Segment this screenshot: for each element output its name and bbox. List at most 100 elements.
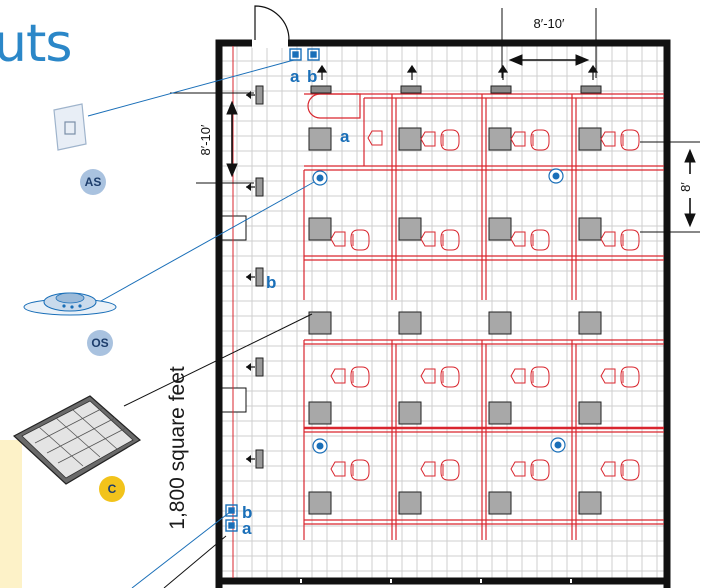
wall-sconce	[246, 357, 264, 377]
chair-icon	[350, 459, 370, 481]
occupancy-sensor-icon	[312, 438, 328, 454]
wall-sconce	[246, 267, 264, 287]
chair-icon	[440, 129, 460, 151]
recessed-fixture	[578, 311, 602, 335]
monitor-icon	[600, 368, 616, 384]
monitor-icon	[420, 461, 436, 477]
monitor-icon	[510, 131, 526, 147]
chair-icon	[530, 129, 550, 151]
wall-sconce	[246, 85, 264, 105]
monitor-icon	[367, 130, 383, 146]
monitor-icon	[420, 368, 436, 384]
chair-icon	[440, 229, 460, 251]
label-b: b	[242, 503, 252, 522]
recessed-fixture	[488, 217, 512, 241]
chair-icon	[530, 366, 550, 388]
right-dim-label-bg	[676, 174, 696, 198]
right-dimension-label: 8′	[678, 182, 693, 192]
monitor-icon	[330, 368, 346, 384]
fixture-arrows	[316, 64, 599, 80]
wall-sconces	[246, 85, 264, 469]
recessed-fixture	[308, 127, 332, 151]
monitor-icon	[510, 231, 526, 247]
monitor-icon	[510, 461, 526, 477]
left-dimension-label: 8′-10′	[198, 124, 213, 155]
chair-icon	[440, 459, 460, 481]
linear-fixture	[310, 85, 332, 94]
badge-os: OS	[87, 330, 113, 356]
monitor-icon	[600, 231, 616, 247]
yellow-side-panel	[0, 440, 22, 588]
fixture-leader	[123, 313, 313, 588]
switch-icon	[225, 504, 238, 517]
recessed-fixture	[488, 401, 512, 425]
switch-icon	[307, 48, 320, 61]
label-b: b	[307, 67, 317, 86]
monitor-icon	[600, 461, 616, 477]
recessed-fixture	[578, 217, 602, 241]
left-window-1	[221, 215, 247, 241]
chair-icon	[620, 366, 640, 388]
chair-icon	[620, 129, 640, 151]
switch-icon	[225, 519, 238, 532]
monitor-icon	[510, 368, 526, 384]
recessed-fixture	[308, 401, 332, 425]
switch-icon	[289, 48, 302, 61]
badge-c: C	[99, 476, 125, 502]
recessed-fixture	[578, 491, 602, 515]
chair-icon	[440, 366, 460, 388]
right-wall	[663, 39, 671, 588]
linear-fixture	[400, 85, 422, 94]
recessed-fixtures	[308, 85, 602, 515]
label-b: b	[266, 273, 276, 292]
recessed-fixture	[308, 311, 332, 335]
recessed-fixture	[398, 311, 422, 335]
recessed-fixture	[488, 127, 512, 151]
chair-icon	[530, 459, 550, 481]
recessed-fixture	[578, 401, 602, 425]
recessed-fixture	[398, 401, 422, 425]
top-dimension	[501, 8, 597, 78]
recessed-fixture	[308, 491, 332, 515]
monitor-icon	[420, 231, 436, 247]
area-label: 1,800 square feet	[166, 366, 189, 530]
recessed-fixture	[488, 491, 512, 515]
wall-switches	[225, 48, 320, 532]
monitor-icon	[330, 461, 346, 477]
label-a: a	[242, 519, 252, 538]
badge-as: AS	[80, 169, 106, 195]
desk-items	[330, 129, 640, 481]
chair-icon	[350, 366, 370, 388]
callout-leaders	[87, 59, 315, 588]
recessed-fixture	[398, 127, 422, 151]
door-opening	[252, 38, 288, 48]
wall-switch-product-icon	[53, 103, 87, 151]
label-a: a	[340, 127, 350, 146]
occupancy-sensor-icon	[312, 170, 328, 186]
left-wall	[215, 39, 223, 588]
monitor-icon	[600, 131, 616, 147]
wall-sconce	[246, 449, 264, 469]
recessed-fixture	[398, 217, 422, 241]
monitor-icon	[420, 131, 436, 147]
top-dimension-label: 8′-10′	[534, 16, 565, 31]
left-dimension	[170, 92, 254, 184]
chair-icon	[530, 229, 550, 251]
recessed-fixture	[398, 491, 422, 515]
heading-fragment: uts	[0, 14, 72, 74]
linear-fixture	[490, 85, 512, 94]
chair-icon	[620, 459, 640, 481]
occupancy-sensors	[312, 168, 566, 454]
recessed-fixture	[308, 217, 332, 241]
monitor-icon	[330, 231, 346, 247]
label-a: a	[290, 67, 300, 86]
workstation-partitions	[303, 93, 664, 540]
linear-fixture	[580, 85, 602, 94]
chair-icon	[350, 229, 370, 251]
troffer-product-icon	[12, 395, 142, 485]
chair-icon	[620, 229, 640, 251]
occupancy-sensor-icon	[548, 168, 564, 184]
building-walls	[215, 5, 671, 588]
